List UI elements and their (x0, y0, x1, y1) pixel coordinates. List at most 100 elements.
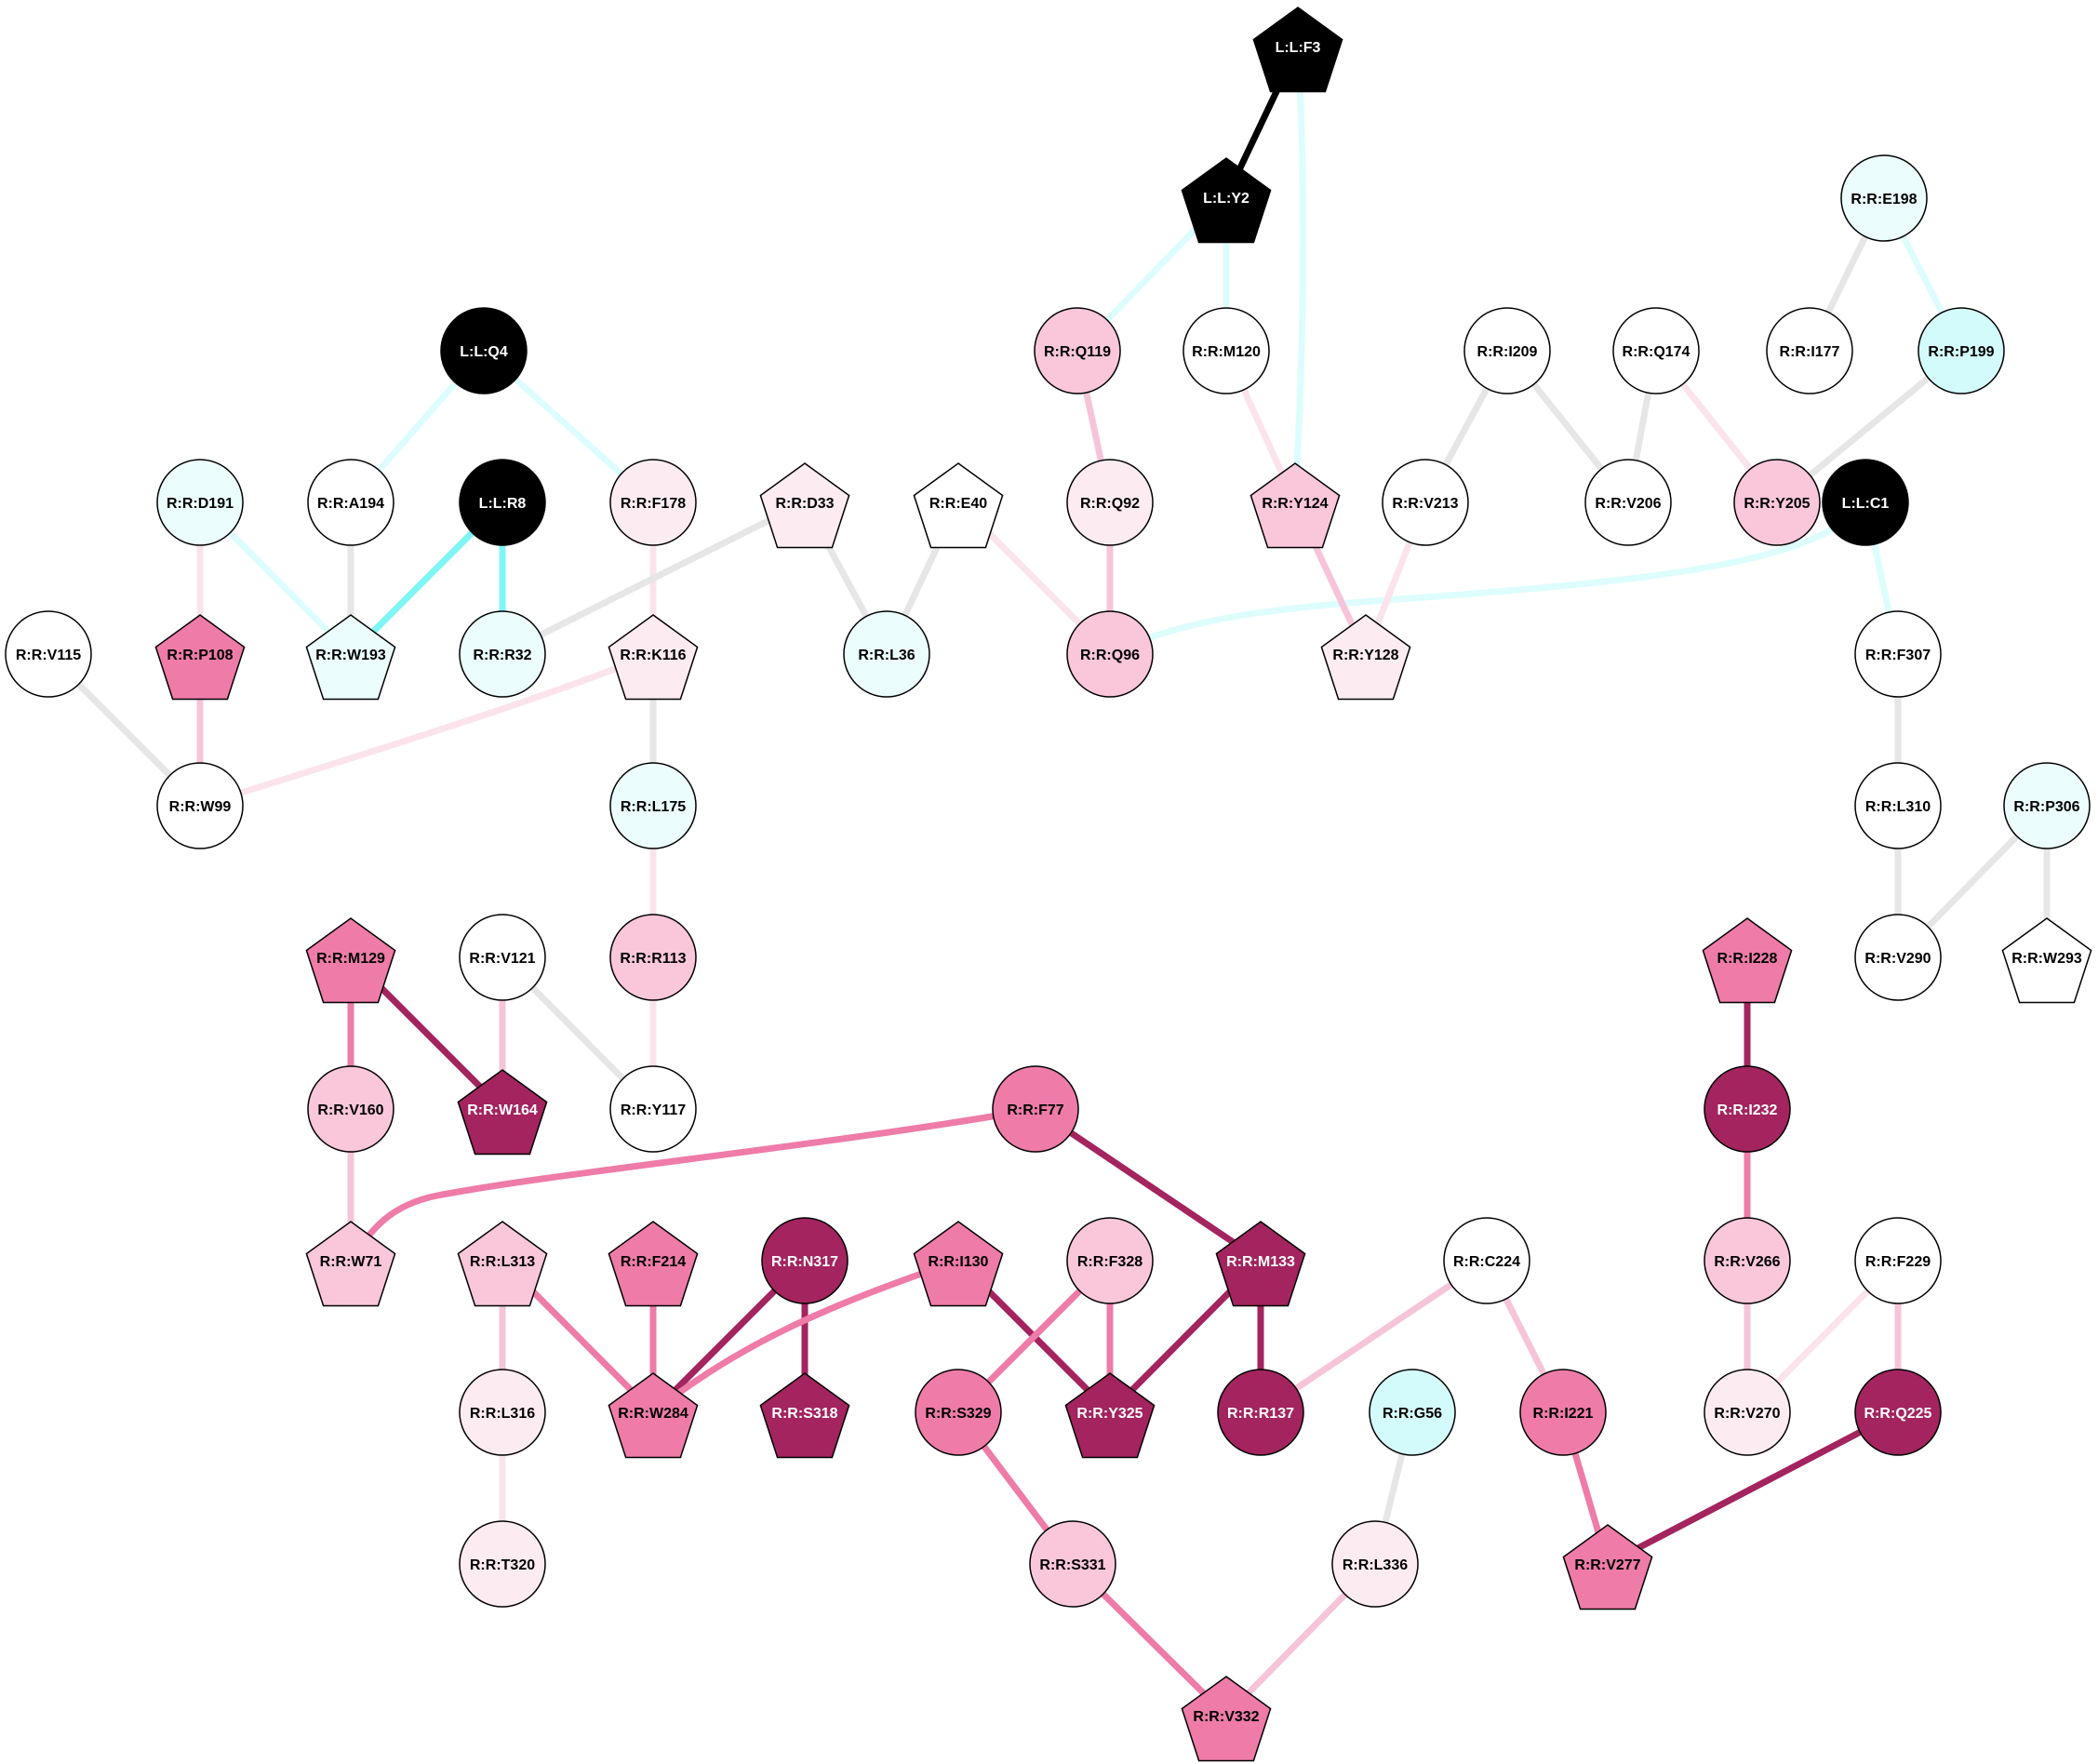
node-label: R:R:V213 (1392, 496, 1458, 512)
node-R113[interactable]: R:R:R113 (609, 914, 697, 1001)
node-label: R:R:R113 (620, 951, 686, 967)
node-V121[interactable]: R:R:V121 (459, 914, 546, 1001)
node-Y117[interactable]: R:R:Y117 (609, 1065, 697, 1153)
node-R137[interactable]: R:R:R137 (1217, 1369, 1304, 1456)
node-LR8[interactable]: L:L:R8 (459, 459, 546, 546)
node-S329[interactable]: R:R:S329 (915, 1369, 1002, 1456)
node-pentagon-shape (457, 1221, 548, 1307)
node-label: R:R:F77 (1007, 1102, 1063, 1118)
node-F328[interactable]: R:R:F328 (1066, 1217, 1154, 1304)
node-circle-shape (1733, 459, 1821, 546)
node-I209[interactable]: R:R:I209 (1463, 307, 1551, 394)
node-pentagon-shape (1562, 1524, 1653, 1610)
node-L316[interactable]: R:R:L316 (459, 1369, 546, 1456)
node-V206[interactable]: R:R:V206 (1584, 459, 1672, 546)
node-V266[interactable]: R:R:V266 (1704, 1217, 1791, 1304)
node-circle-shape (1704, 1065, 1791, 1153)
node-Y205[interactable]: R:R:Y205 (1733, 459, 1821, 546)
node-L336[interactable]: R:R:L336 (1331, 1520, 1419, 1608)
node-P108[interactable]: R:R:P108 (154, 614, 246, 701)
node-Q96[interactable]: R:R:Q96 (1066, 610, 1154, 698)
node-label: R:R:V332 (1193, 1709, 1259, 1725)
node-L313[interactable]: R:R:L313 (457, 1221, 548, 1307)
node-F214[interactable]: R:R:F214 (608, 1221, 699, 1307)
node-label: R:R:F328 (1077, 1254, 1143, 1270)
node-T320[interactable]: R:R:T320 (459, 1520, 546, 1608)
node-circle-shape (156, 762, 244, 849)
node-pentagon-shape (759, 1372, 850, 1459)
node-W99[interactable]: R:R:W99 (156, 762, 244, 849)
node-label: R:R:I228 (1717, 951, 1778, 967)
node-Q225[interactable]: R:R:Q225 (1854, 1369, 1942, 1456)
node-V160[interactable]: R:R:V160 (307, 1065, 394, 1153)
node-E40[interactable]: R:R:E40 (913, 462, 1004, 549)
node-C224[interactable]: R:R:C224 (1443, 1217, 1530, 1304)
edge-LF3-Y124 (1291, 43, 1307, 506)
node-label: R:R:S331 (1039, 1557, 1105, 1573)
node-K116[interactable]: R:R:K116 (608, 614, 699, 701)
node-LC1[interactable]: L:L:C1 (1822, 459, 1909, 546)
node-pentagon-shape (305, 917, 396, 1004)
node-P199[interactable]: R:R:P199 (1918, 307, 2005, 394)
node-circle-shape (609, 1065, 697, 1153)
node-V270[interactable]: R:R:V270 (1704, 1369, 1791, 1456)
node-W164[interactable]: R:R:W164 (457, 1069, 548, 1156)
node-Q119[interactable]: R:R:Q119 (1034, 307, 1121, 394)
node-S331[interactable]: R:R:S331 (1029, 1520, 1116, 1608)
node-circle-shape (992, 1065, 1079, 1153)
node-circle-shape (1066, 1217, 1154, 1304)
node-F178[interactable]: R:R:F178 (609, 459, 697, 546)
node-I232[interactable]: R:R:I232 (1704, 1065, 1791, 1153)
node-label: R:R:A194 (317, 496, 384, 512)
node-circle-shape (1034, 307, 1121, 394)
node-V115[interactable]: R:R:V115 (5, 610, 92, 698)
node-Y124[interactable]: R:R:Y124 (1249, 462, 1341, 549)
node-V213[interactable]: R:R:V213 (1382, 459, 1469, 546)
node-label: R:R:Q96 (1080, 648, 1140, 663)
node-label: R:R:Y128 (1332, 648, 1398, 663)
node-I177[interactable]: R:R:I177 (1766, 307, 1853, 394)
node-P306[interactable]: R:R:P306 (2003, 762, 2091, 849)
node-label: R:R:N317 (771, 1254, 838, 1270)
node-I221[interactable]: R:R:I221 (1519, 1369, 1607, 1456)
node-W71[interactable]: R:R:W71 (305, 1221, 396, 1307)
node-F229[interactable]: R:R:F229 (1854, 1217, 1942, 1304)
node-N317[interactable]: R:R:N317 (761, 1217, 849, 1304)
node-V277[interactable]: R:R:V277 (1562, 1524, 1653, 1610)
node-W293[interactable]: R:R:W293 (2001, 917, 2092, 1004)
node-L175[interactable]: R:R:L175 (609, 762, 697, 849)
node-I130[interactable]: R:R:I130 (913, 1221, 1004, 1307)
node-Y325[interactable]: R:R:Y325 (1064, 1372, 1156, 1459)
node-label: R:R:V290 (1864, 951, 1931, 967)
node-circle-shape (1854, 762, 1942, 849)
node-W193[interactable]: R:R:W193 (305, 614, 396, 701)
node-Y128[interactable]: R:R:Y128 (1320, 614, 1411, 701)
node-A194[interactable]: R:R:A194 (307, 459, 394, 546)
node-I228[interactable]: R:R:I228 (1702, 917, 1793, 1004)
node-L310[interactable]: R:R:L310 (1854, 762, 1942, 849)
node-R32[interactable]: R:R:R32 (459, 610, 546, 698)
node-D33[interactable]: R:R:D33 (759, 462, 850, 549)
node-G56[interactable]: R:R:G56 (1369, 1369, 1456, 1456)
node-V290[interactable]: R:R:V290 (1854, 914, 1942, 1001)
node-LF3[interactable]: L:L:F3 (1252, 7, 1343, 93)
node-E198[interactable]: R:R:E198 (1840, 154, 1928, 242)
node-circle-shape (1704, 1369, 1791, 1456)
node-label: R:R:W164 (467, 1102, 538, 1118)
node-pentagon-shape (913, 1221, 1004, 1307)
node-Q174[interactable]: R:R:Q174 (1612, 307, 1700, 394)
node-F307[interactable]: R:R:F307 (1854, 610, 1942, 698)
node-V332[interactable]: R:R:V332 (1181, 1676, 1272, 1762)
node-Q92[interactable]: R:R:Q92 (1066, 459, 1154, 546)
node-S318[interactable]: R:R:S318 (759, 1372, 850, 1459)
node-M129[interactable]: R:R:M129 (305, 917, 396, 1004)
node-LQ4[interactable]: L:L:Q4 (440, 307, 528, 394)
node-label: R:R:F214 (621, 1254, 686, 1270)
node-M133[interactable]: R:R:M133 (1215, 1221, 1306, 1307)
node-F77[interactable]: R:R:F77 (992, 1065, 1079, 1153)
node-L36[interactable]: R:R:L36 (843, 610, 930, 698)
node-LY2[interactable]: L:L:Y2 (1181, 157, 1272, 244)
node-M120[interactable]: R:R:M120 (1183, 307, 1270, 394)
node-D191[interactable]: R:R:D191 (156, 459, 244, 546)
node-W284[interactable]: R:R:W284 (608, 1372, 699, 1459)
